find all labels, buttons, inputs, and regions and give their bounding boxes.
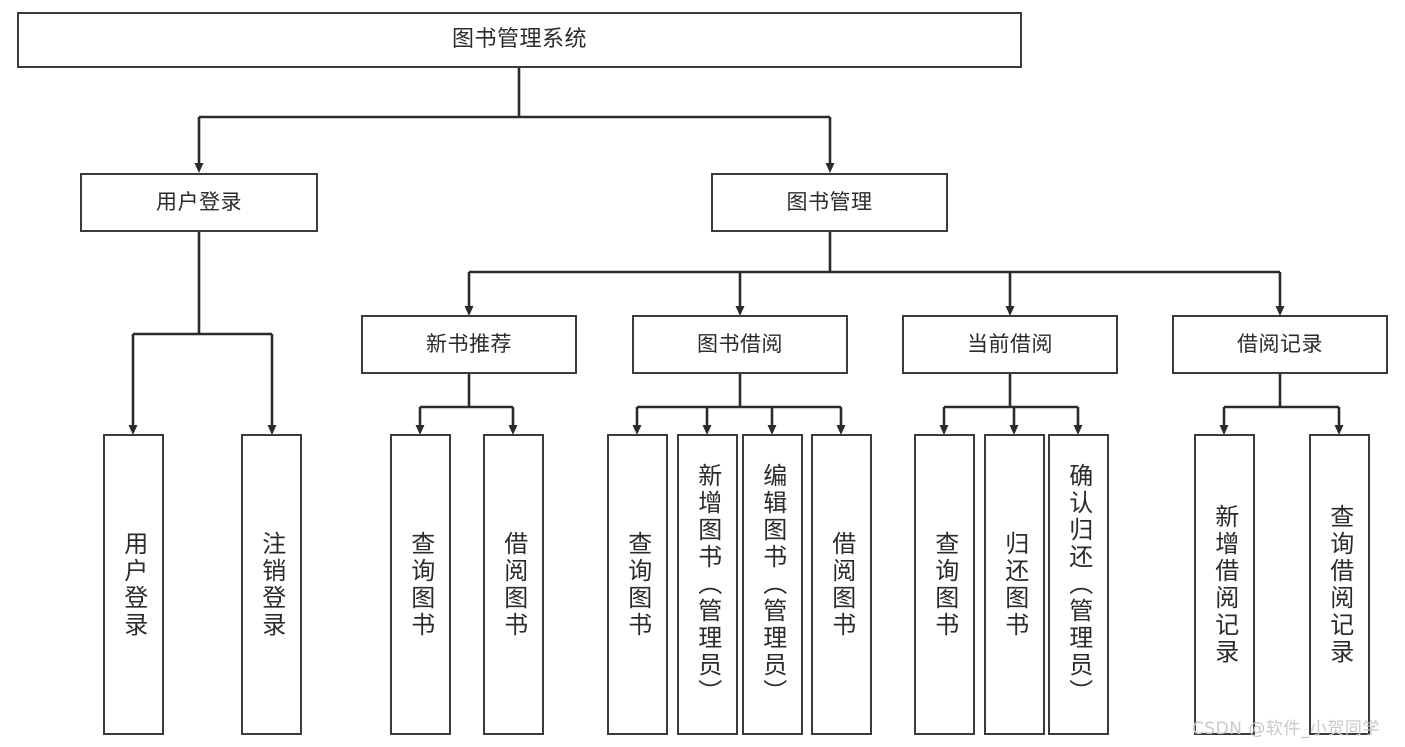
node-new-book-recommend[interactable]: 新书推荐 [361, 315, 577, 374]
node-label: 注销登录 [257, 530, 286, 639]
csdn-watermark: CSDN @软件_小贺同学 [1192, 719, 1380, 739]
node-label: 借阅记录 [1237, 332, 1323, 357]
node-label: 新增借阅记录 [1210, 503, 1239, 666]
node-book-management[interactable]: 图书管理 [711, 173, 948, 232]
node-label: 查询借阅记录 [1325, 503, 1354, 666]
leaf-borrow-borrow-book[interactable]: 借阅图书 [811, 434, 872, 735]
node-label: 用户登录 [119, 530, 148, 639]
node-borrow-record[interactable]: 借阅记录 [1172, 315, 1388, 374]
leaf-current-confirm-return-admin[interactable]: 确认归还（管理员） [1048, 434, 1109, 735]
node-current-borrow[interactable]: 当前借阅 [902, 315, 1118, 374]
leaf-borrow-add-book-admin[interactable]: 新增图书（管理员） [677, 434, 738, 735]
node-label: 借阅图书 [827, 530, 856, 639]
node-label: 编辑图书（管理员） [758, 463, 787, 706]
leaf-borrow-query-book[interactable]: 查询图书 [607, 434, 668, 735]
leaf-newbook-borrow-book[interactable]: 借阅图书 [483, 434, 544, 735]
node-label: 图书管理系统 [451, 27, 587, 53]
node-label: 归还图书 [1000, 530, 1029, 639]
leaf-record-add-borrow-record[interactable]: 新增借阅记录 [1194, 434, 1255, 735]
leaf-record-query-borrow-record[interactable]: 查询借阅记录 [1309, 434, 1370, 735]
node-label: 确认归还（管理员） [1064, 463, 1093, 706]
leaf-user-login[interactable]: 用户登录 [103, 434, 164, 735]
node-label: 新书推荐 [426, 332, 512, 357]
node-label: 用户登录 [156, 190, 242, 215]
node-label: 当前借阅 [967, 332, 1053, 357]
node-label: 查询图书 [623, 530, 652, 639]
leaf-borrow-edit-book-admin[interactable]: 编辑图书（管理员） [742, 434, 803, 735]
leaf-logout[interactable]: 注销登录 [241, 434, 302, 735]
node-user-login[interactable]: 用户登录 [80, 173, 318, 232]
node-label: 新增图书（管理员） [693, 463, 722, 706]
node-label: 图书管理 [786, 190, 873, 215]
node-root-book-management-system[interactable]: 图书管理系统 [17, 12, 1022, 68]
leaf-current-query-book[interactable]: 查询图书 [914, 434, 975, 735]
node-book-borrow[interactable]: 图书借阅 [632, 315, 848, 374]
node-label: 查询图书 [406, 530, 435, 639]
leaf-current-return-book[interactable]: 归还图书 [984, 434, 1045, 735]
node-label: 借阅图书 [499, 530, 528, 639]
leaf-newbook-query-book[interactable]: 查询图书 [390, 434, 451, 735]
node-label: 查询图书 [930, 530, 959, 639]
node-label: 图书借阅 [697, 332, 783, 357]
